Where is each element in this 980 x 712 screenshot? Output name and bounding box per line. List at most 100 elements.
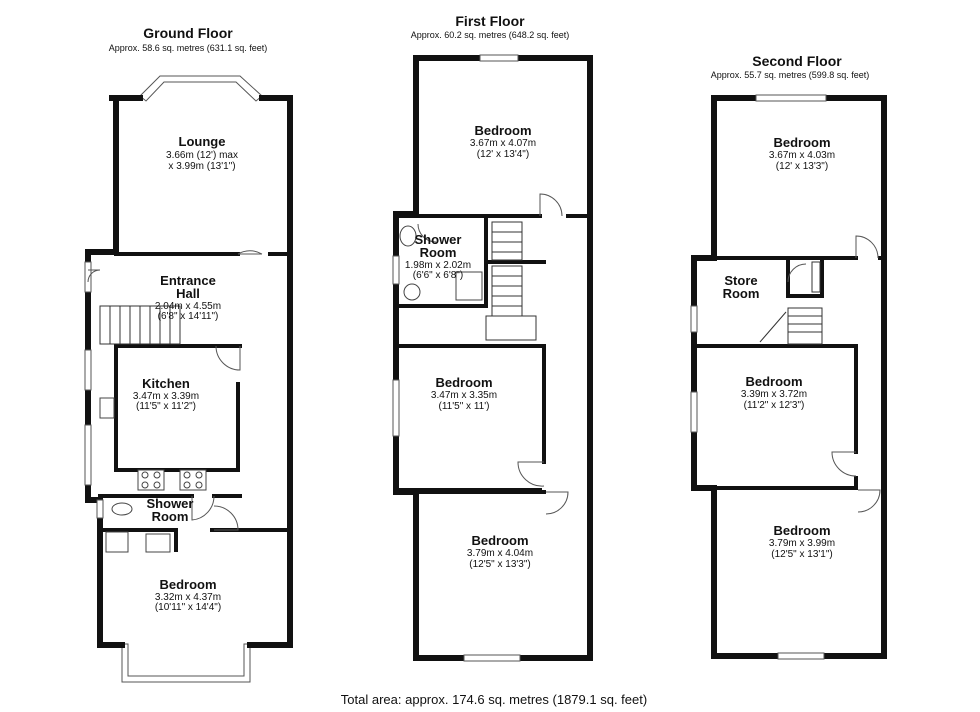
second-store-wall xyxy=(786,256,824,298)
ground-floor-area: Approx. 58.6 sq. metres (631.1 sq. feet) xyxy=(109,43,268,53)
hob-ring xyxy=(141,471,149,479)
second-bed1-dim-1: 3.67m x 4.03m xyxy=(769,150,835,161)
second-bed2-door xyxy=(831,451,857,477)
first-bed2-door xyxy=(517,461,545,487)
hob xyxy=(179,469,207,491)
second-bed1-dim-2: (12' x 13'3") xyxy=(776,161,828,172)
second-store-label-1: Store xyxy=(724,273,757,288)
kitchen-door xyxy=(215,345,241,371)
shower-window xyxy=(96,499,104,519)
kitchen-window-1 xyxy=(84,349,92,391)
ground-bedroom-label: Bedroom xyxy=(159,577,216,592)
lounge-dim-2: x 3.99m (13'1") xyxy=(168,161,235,172)
second-bed2-window xyxy=(690,391,698,433)
hob-ring xyxy=(183,471,191,479)
first-bed2-dim-1: 3.47m x 3.35m xyxy=(431,390,497,401)
first-stairs xyxy=(485,221,537,341)
toilet xyxy=(111,502,133,516)
first-bed3-window xyxy=(463,654,521,662)
kitchen-wall xyxy=(114,344,242,472)
first-bed2-window xyxy=(392,379,400,437)
total-area: Total area: approx. 174.6 sq. metres (18… xyxy=(341,692,647,707)
first-floor-title: First Floor xyxy=(455,13,525,29)
first-shower-label-2: Room xyxy=(420,245,457,260)
lounge-label: Lounge xyxy=(179,134,226,149)
ground-stairs xyxy=(99,305,181,345)
first-bed1-dim-1: 3.67m x 4.07m xyxy=(470,138,536,149)
bedroom-door xyxy=(213,505,239,531)
hob-ring xyxy=(153,481,161,489)
second-store-label-2: Room xyxy=(723,286,760,301)
hob-ring xyxy=(141,481,149,489)
second-bed3-door xyxy=(857,489,881,513)
shower-door xyxy=(191,495,215,521)
basin xyxy=(145,533,171,553)
first-bed2-label: Bedroom xyxy=(435,375,492,390)
hob xyxy=(137,469,165,491)
kitchen-sink xyxy=(99,397,115,419)
hob-ring xyxy=(183,481,191,489)
hall-label-2: Hall xyxy=(176,286,200,301)
hall-window xyxy=(84,261,92,293)
kitchen-east-wall xyxy=(114,382,240,472)
second-store-door xyxy=(787,263,807,283)
second-bed3-dim-2: (12'5" x 13'1") xyxy=(771,549,833,560)
hall-label-1: Entrance xyxy=(160,273,216,288)
first-shower-dim-1: 1.98m x 2.02m xyxy=(405,260,471,271)
first-floor: First Floor Approx. 60.2 sq. metres (648… xyxy=(392,13,593,662)
first-bed3-dim-2: (12'5" x 13'3") xyxy=(469,559,531,570)
ground-floor: Ground Floor Approx. 58.6 sq. metres (63… xyxy=(84,25,293,683)
second-bed3-label: Bedroom xyxy=(773,523,830,538)
shower-tray xyxy=(105,531,129,553)
first-bed1-dim-2: (12' x 13'4") xyxy=(477,149,529,160)
hob-ring xyxy=(153,471,161,479)
second-floor: Second Floor Approx. 55.7 sq. metres (59… xyxy=(690,53,887,660)
lounge-dim-1: 3.66m (12') max xyxy=(166,150,238,161)
first-shower-label-1: Shower xyxy=(415,232,462,247)
first-shower-door xyxy=(417,223,437,243)
bedroom-bay-window xyxy=(121,643,251,683)
second-bed1-door xyxy=(855,235,879,259)
front-door xyxy=(87,269,101,283)
first-bed2-dim-2: (11'5" x 11') xyxy=(439,401,490,412)
first-basin xyxy=(403,283,421,301)
kitchen-label: Kitchen xyxy=(142,376,190,391)
first-bed2-wall xyxy=(394,344,546,492)
first-bed1-door xyxy=(539,193,563,217)
second-store-window xyxy=(690,305,698,333)
ground-floor-title: Ground Floor xyxy=(143,25,233,41)
hall-dim-2: (6'8" x 14'11") xyxy=(158,311,219,322)
first-bed1-label: Bedroom xyxy=(474,123,531,138)
kitchen-dim-1: 3.47m x 3.39m xyxy=(133,391,199,402)
second-bed2-wall xyxy=(692,344,858,490)
second-bed2-dim-1: 3.39m x 3.72m xyxy=(741,389,807,400)
second-bed1-label: Bedroom xyxy=(773,135,830,150)
second-bed3-window xyxy=(777,652,825,660)
lounge-door xyxy=(237,250,263,255)
first-bed3-door xyxy=(545,491,569,515)
second-bed2-dim-2: (11'2" x 12'3") xyxy=(744,400,805,411)
ground-bedroom-dim-1: 3.32m x 4.37m xyxy=(155,592,221,603)
second-bed1-window xyxy=(755,94,827,102)
first-toilet xyxy=(399,225,417,247)
second-bed3-dim-1: 3.79m x 3.99m xyxy=(769,538,835,549)
first-floor-area: Approx. 60.2 sq. metres (648.2 sq. feet) xyxy=(411,30,570,40)
second-floor-area: Approx. 55.7 sq. metres (599.8 sq. feet) xyxy=(711,70,870,80)
first-bed3-dim-1: 3.79m x 4.04m xyxy=(467,548,533,559)
second-floor-title: Second Floor xyxy=(752,53,842,69)
first-bed1-window xyxy=(479,54,519,62)
first-shower-window xyxy=(392,255,400,285)
ground-shower-label-2: Room xyxy=(152,509,189,524)
kitchen-dim-2: (11'5" x 11'2") xyxy=(136,401,196,412)
second-bed2-label: Bedroom xyxy=(745,374,802,389)
ground-bedroom-dim-2: (10'11" x 14'4") xyxy=(155,602,221,613)
first-bed3-label: Bedroom xyxy=(471,533,528,548)
hob-ring xyxy=(195,471,203,479)
kitchen-window-2 xyxy=(84,424,92,486)
hall-dim-1: 2.04m x 4.55m xyxy=(155,301,221,312)
first-shower-tray xyxy=(455,271,483,301)
second-stairs xyxy=(759,261,823,345)
first-shower-dim-2: (6'6" x 6'8") xyxy=(413,270,463,281)
lounge-bay-window xyxy=(139,75,263,102)
